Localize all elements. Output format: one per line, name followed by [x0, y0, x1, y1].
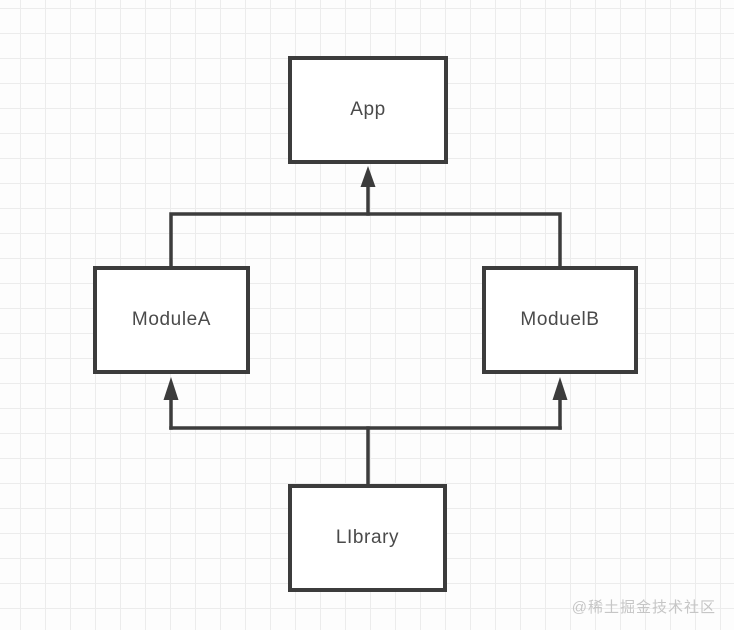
watermark: @稀土掘金技术社区 — [571, 599, 716, 616]
node-module-a-label: ModuleA — [131, 309, 212, 330]
node-library-label: LIbrary — [335, 527, 400, 548]
node-library: LIbrary — [288, 484, 447, 592]
node-app: App — [288, 56, 448, 164]
arrowhead-to-modulea — [163, 377, 179, 400]
arrowhead-to-moduelb — [552, 377, 568, 400]
node-module-a: ModuleA — [93, 266, 250, 374]
node-moduel-b: ModuelB — [482, 266, 638, 374]
arrowhead-to-app — [360, 166, 376, 187]
node-moduel-b-label: ModuelB — [520, 309, 600, 330]
node-app-label: App — [350, 99, 386, 120]
edge-modules-to-app-rail — [169, 212, 562, 268]
